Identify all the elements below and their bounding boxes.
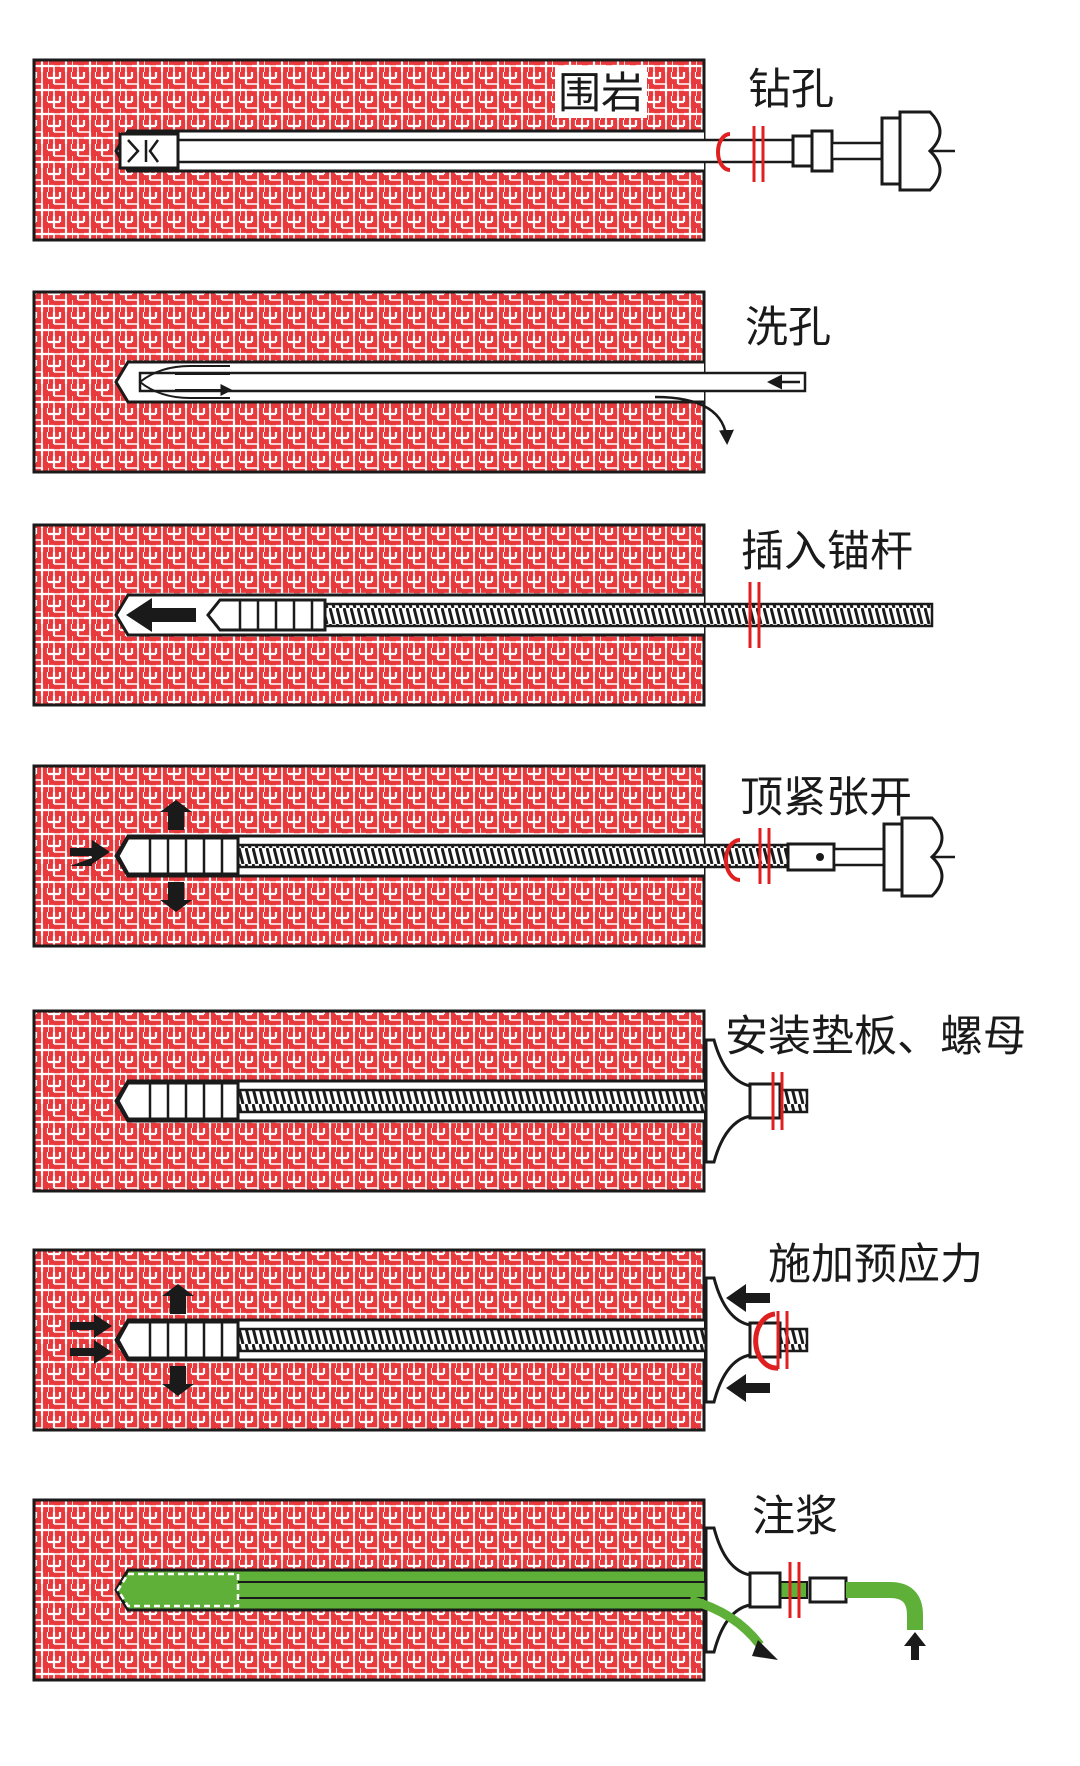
drill-chuck-ring xyxy=(810,129,834,173)
shell-teeth xyxy=(238,600,314,630)
step-grouting: 注浆 xyxy=(32,1492,926,1682)
step-label: 顶紧张开 xyxy=(740,773,912,823)
expand-arrow-down-icon xyxy=(160,882,192,912)
drill-shaft xyxy=(832,847,886,867)
exhaust-arrow-icon xyxy=(752,1640,778,1660)
push-arrow-icon xyxy=(70,1314,112,1364)
grout-coupler xyxy=(808,1576,848,1604)
step-expand: 顶紧张开 xyxy=(32,764,955,948)
expansion-shell xyxy=(116,1081,240,1121)
expansion-shell xyxy=(116,1320,240,1360)
socket-pin xyxy=(816,853,824,861)
outflow-arrow-icon xyxy=(654,395,734,445)
drill-motor-icon xyxy=(882,816,944,898)
step-prestress: 施加预应力 xyxy=(32,1240,983,1432)
wrench-socket xyxy=(786,842,836,872)
drill-shaft xyxy=(830,141,884,161)
step-drilling: 围岩 钻孔 xyxy=(32,58,955,242)
step-flushing: 洗孔 xyxy=(32,290,831,474)
rotation-arrow-icon xyxy=(716,132,731,172)
step-label: 安装垫板、螺母 xyxy=(725,1012,1026,1062)
bearing-plate xyxy=(704,1526,752,1654)
step-insert-bolt: 插入锚杆 xyxy=(32,523,934,707)
shell-teeth xyxy=(148,1083,224,1119)
rock-label: 围岩 xyxy=(558,69,644,119)
threaded-bolt xyxy=(233,843,812,869)
break-mark xyxy=(758,828,771,884)
threaded-bolt xyxy=(318,602,934,628)
step-plate-nut: 安装垫板、螺母 xyxy=(32,1009,1026,1193)
step-label: 钻孔 xyxy=(748,65,834,115)
expansion-shell xyxy=(116,836,240,876)
flushing-pipe xyxy=(138,371,807,393)
press-arrow-top-icon xyxy=(726,1284,770,1312)
break-mark xyxy=(748,582,761,648)
break-mark xyxy=(788,1562,801,1618)
break-mark xyxy=(771,1072,784,1130)
expansion-shell xyxy=(206,598,327,632)
insert-arrow-icon xyxy=(126,598,196,632)
press-arrow-bottom-icon xyxy=(726,1374,770,1402)
step-label: 插入锚杆 xyxy=(741,527,913,577)
expand-arrow-up-icon xyxy=(160,800,192,830)
expansion-shell-grouted xyxy=(116,1572,240,1608)
step-label: 施加预应力 xyxy=(768,1240,983,1290)
rock-label-bg xyxy=(555,66,647,118)
break-mark xyxy=(776,1311,789,1369)
rotation-arrow-icon xyxy=(724,838,741,882)
nut xyxy=(748,1082,782,1120)
drill-motor-icon xyxy=(880,110,942,192)
grout-inflow-arrow-icon xyxy=(904,1632,926,1660)
grout-hose xyxy=(846,1582,923,1630)
rotation-arrow-icon xyxy=(753,1311,779,1371)
push-arrow-icon xyxy=(70,840,110,866)
break-mark xyxy=(752,126,765,182)
step-label: 洗孔 xyxy=(745,303,831,353)
shell-teeth xyxy=(148,1322,224,1358)
shell-teeth xyxy=(148,838,224,874)
flow-arrows-icon xyxy=(139,365,230,398)
drill-rod xyxy=(168,138,812,164)
expand-arrow-down-icon xyxy=(162,1366,194,1396)
drill-bit-teeth xyxy=(127,139,160,163)
step-label: 注浆 xyxy=(752,1492,838,1542)
exhaust-pipe xyxy=(688,1595,764,1648)
expand-arrow-up-icon xyxy=(162,1284,194,1314)
nut xyxy=(748,1571,782,1609)
